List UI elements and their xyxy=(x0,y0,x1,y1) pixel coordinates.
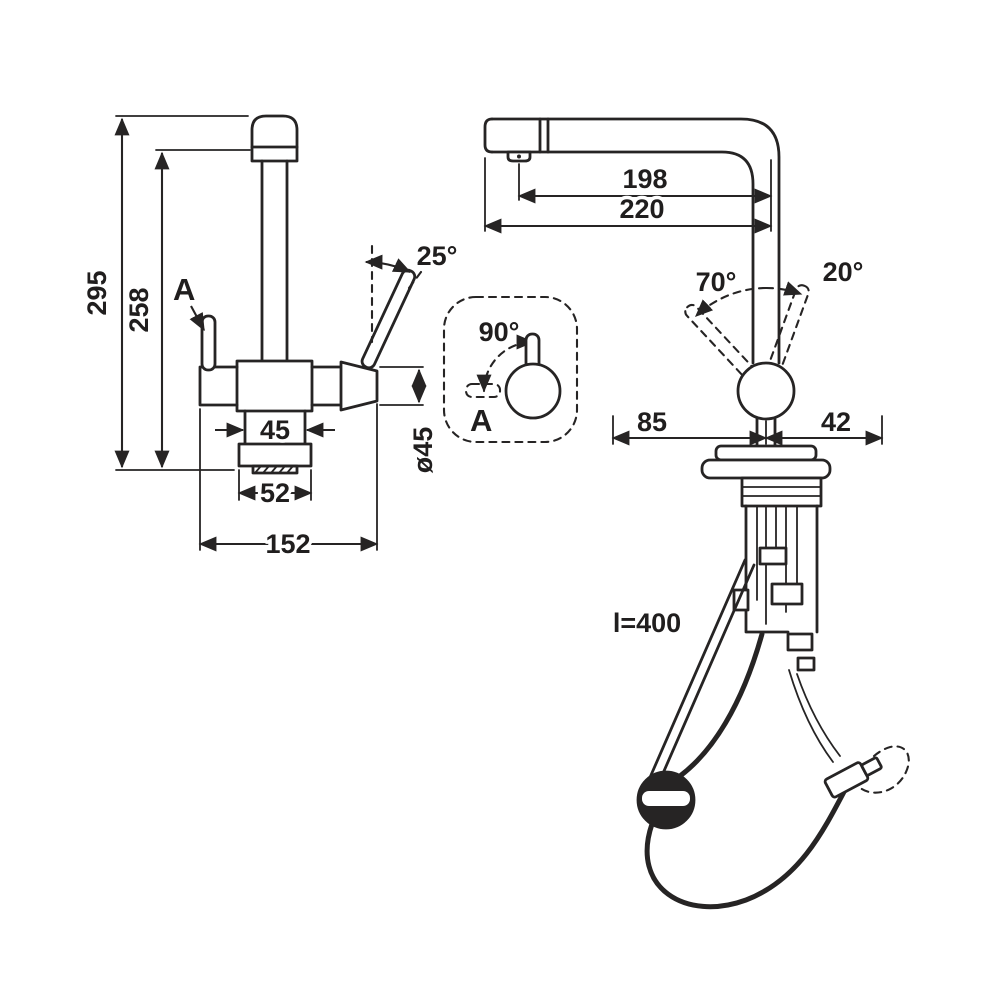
detail-frame xyxy=(442,295,579,444)
side-view: 295 258 A 25° 45 52 152 ø45 xyxy=(79,114,461,563)
dim-stem-width-label: 45 xyxy=(260,415,290,445)
right-handle-lever xyxy=(360,268,417,370)
spout-nose xyxy=(483,117,494,154)
faucet-cap xyxy=(250,114,299,163)
hose-length-label: l=400 xyxy=(613,608,681,638)
fitting-3 xyxy=(786,632,814,652)
rotation-arc xyxy=(476,334,535,393)
tilt-arc-left xyxy=(694,286,768,318)
front-view: 70° 20° 198 220 85 42 l=400 xyxy=(483,117,910,910)
hose-connector xyxy=(823,756,883,799)
left-handle-lever xyxy=(200,314,217,372)
dim-tilt-left-label: 70° xyxy=(696,267,737,297)
supply-hose-lines xyxy=(788,669,841,763)
pullout-head-seams xyxy=(538,117,550,154)
dim-offset-left-label: 85 xyxy=(637,407,667,437)
spout-outline-inner xyxy=(490,150,755,365)
hose-motion-ghost xyxy=(856,745,910,794)
dim-spout-height-label: 258 xyxy=(124,287,154,332)
supply-body-top-lines xyxy=(741,486,822,497)
body-diameter-extensions xyxy=(379,366,424,406)
dim-base-width-label: 52 xyxy=(260,478,290,508)
thread-shank xyxy=(251,464,299,475)
dim-handle-angle-arc xyxy=(364,254,412,273)
thread-hatch xyxy=(254,465,294,474)
base-stem xyxy=(243,409,307,446)
dim-overall-width-label: 152 xyxy=(265,529,310,559)
hose-weight-outline xyxy=(636,770,696,830)
spout-outline-outer xyxy=(490,117,781,365)
tilt-arc-right xyxy=(764,281,803,296)
detail-section-marker-label: A xyxy=(470,403,492,438)
supply-body-top xyxy=(740,476,823,508)
section-marker-leader xyxy=(189,305,205,332)
detail-rotation-angle-label: 90° xyxy=(479,317,520,347)
escutcheon-plate xyxy=(700,458,832,480)
aerator-dot xyxy=(517,154,521,159)
right-handle-mount xyxy=(339,360,379,412)
hose-connector-tip xyxy=(860,756,883,777)
hose-loop xyxy=(644,785,849,910)
fitting-2 xyxy=(770,582,804,606)
dim-tilt-right-label: 20° xyxy=(823,257,864,287)
faucet-body-left-arm xyxy=(198,365,239,407)
fitting-4 xyxy=(796,656,816,672)
section-marker-a-label: A xyxy=(173,272,195,307)
pullout-hose-extended xyxy=(646,558,756,789)
ball-joint xyxy=(736,361,796,421)
hose-weight-band xyxy=(642,791,690,806)
detail-view: 90° A xyxy=(442,295,579,444)
dim-body-diameter-label: ø45 xyxy=(408,427,438,474)
hose-to-weight xyxy=(677,631,765,779)
handle-knob-top xyxy=(504,362,562,420)
faucet-body xyxy=(235,359,314,413)
fitting-1 xyxy=(758,546,788,566)
mounting-nut xyxy=(237,442,313,468)
faucet-body-right-arm xyxy=(310,365,343,407)
dim-total-height-label: 295 xyxy=(82,270,112,315)
dim-handle-angle-label: 25° xyxy=(417,241,458,271)
dim-offset-right-label: 42 xyxy=(821,407,851,437)
dim-spout-reach-label: 198 xyxy=(622,164,667,194)
dim-overall-reach-label: 220 xyxy=(619,194,664,224)
spout-neck xyxy=(260,159,289,363)
extension-lines xyxy=(115,115,251,471)
overall-width-extensions xyxy=(199,403,378,551)
escutcheon-flange xyxy=(714,444,818,462)
